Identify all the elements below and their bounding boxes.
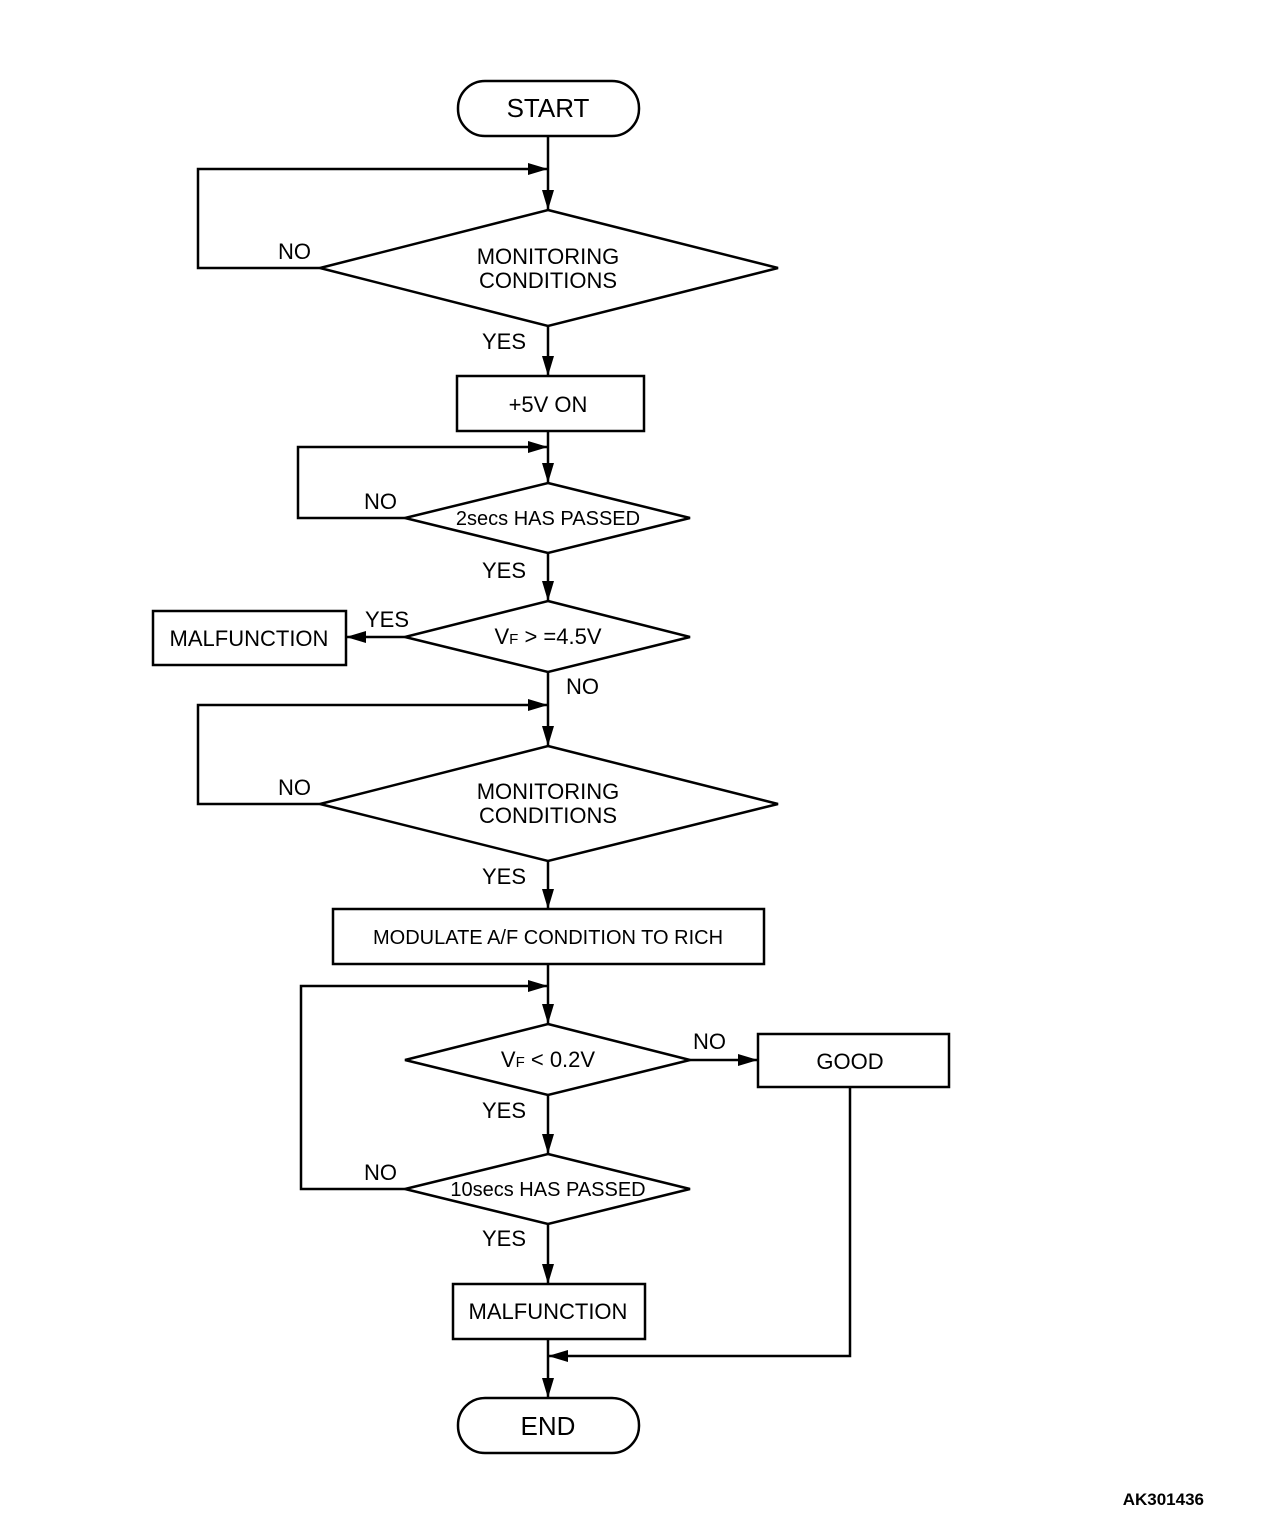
edge-good-to-end [548, 1087, 852, 1362]
two-secs-decision [404, 481, 691, 555]
two-secs-label: 2secs HAS PASSED [456, 508, 640, 530]
vf-high-decision [404, 599, 691, 674]
figure-code: AK301436 [1123, 1490, 1204, 1509]
monitoring1-line2: CONDITIONS [479, 268, 617, 293]
malfunction-box-left [151, 609, 348, 667]
label-yes-monitoring1: YES [482, 329, 526, 354]
good-box [756, 1032, 951, 1089]
label-yes-vflow: YES [482, 1098, 526, 1123]
end-label: END [521, 1411, 576, 1441]
label-yes-vfhigh: YES [365, 607, 409, 632]
ten-secs-label: 10secs HAS PASSED [450, 1179, 645, 1201]
vf-low-label: VF < 0.2V [501, 1047, 596, 1072]
monitoring-conditions-decision-1 [319, 208, 779, 328]
edge-monitoring2-no-loop [196, 699, 548, 806]
label-no-vfhigh: NO [566, 674, 599, 699]
malfunction-box-bottom [451, 1282, 647, 1341]
start-terminal [456, 79, 641, 138]
malfunction-left-label: MALFUNCTION [170, 626, 329, 651]
vf-high-label: VF > =4.5V [494, 624, 601, 649]
edge-2secs-no-loop [296, 441, 548, 520]
label-no-monitoring1: NO [278, 239, 311, 264]
plus5v-on-box [455, 374, 646, 433]
ten-secs-decision [404, 1152, 691, 1226]
end-terminal [456, 1396, 641, 1455]
vf-low-decision [404, 1022, 691, 1097]
monitoring2-line1: MONITORING [477, 779, 620, 804]
edge-monitoring1-no-loop [196, 163, 548, 270]
label-yes-monitoring2: YES [482, 864, 526, 889]
label-yes-2secs: YES [482, 558, 526, 583]
edge-10secs-no-loop [299, 980, 548, 1191]
label-no-monitoring2: NO [278, 775, 311, 800]
label-no-2secs: NO [364, 489, 397, 514]
label-no-vflow: NO [693, 1029, 726, 1054]
monitoring1-line1: MONITORING [477, 244, 620, 269]
plus5v-label: +5V ON [509, 392, 588, 417]
monitoring2-line2: CONDITIONS [479, 803, 617, 828]
monitoring-conditions-decision-2 [319, 744, 779, 863]
modulate-label: MODULATE A/F CONDITION TO RICH [373, 927, 723, 949]
label-no-10secs: NO [364, 1160, 397, 1185]
modulate-box [331, 907, 766, 966]
label-yes-10secs: YES [482, 1226, 526, 1251]
start-label: START [507, 93, 590, 123]
good-label: GOOD [816, 1049, 883, 1074]
malfunction-bottom-label: MALFUNCTION [469, 1299, 628, 1324]
